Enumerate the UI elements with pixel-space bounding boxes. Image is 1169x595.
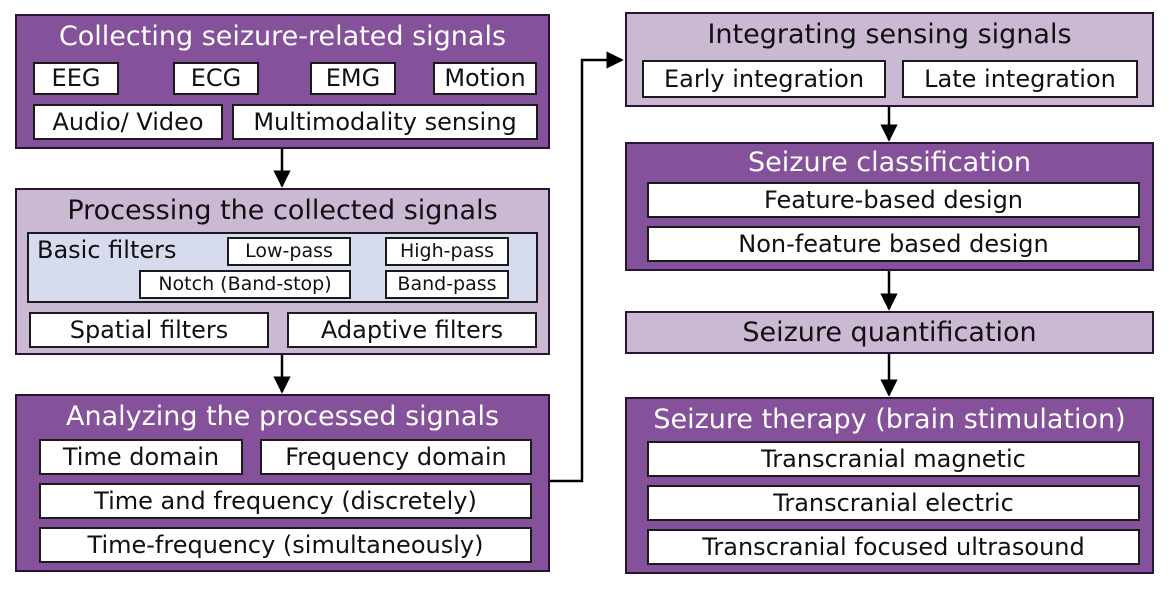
transcranial-magnetic-box: Transcranial magnetic [647,441,1140,477]
basic-filters-group: Basic filters Low-pass High-pass Notch (… [27,232,538,303]
eeg-box: EEG [33,62,119,95]
adaptive-filters-box: Adaptive filters [287,312,537,348]
band-pass-box: Band-pass [385,270,509,299]
processing-panel: Processing the collected signals Basic f… [15,188,550,355]
early-integration-box: Early integration [642,60,886,98]
integrating-panel: Integrating sensing signals Early integr… [625,12,1154,107]
therapy-panel: Seizure therapy (brain stimulation) Tran… [625,397,1154,574]
spatial-filters-box: Spatial filters [29,312,269,348]
quantification-title: Seizure quantification [742,317,1037,348]
time-frequency-box: Time-frequency (simultaneously) [39,527,532,563]
therapy-title: Seizure therapy (brain stimulation) [653,404,1126,435]
ecg-box: ECG [173,62,259,95]
high-pass-box: High-pass [385,237,509,266]
integrating-title: Integrating sensing signals [707,19,1072,50]
analyzing-panel: Analyzing the processed signals Time dom… [15,394,550,572]
feature-based-box: Feature-based design [647,182,1140,218]
transcranial-ultrasound-box: Transcranial focused ultrasound [647,529,1140,565]
collecting-title: Collecting seizure-related signals [58,21,507,52]
classification-title: Seizure classification [748,147,1031,178]
motion-box: Motion [433,62,537,95]
late-integration-box: Late integration [902,60,1138,98]
emg-box: EMG [310,62,396,95]
non-feature-based-box: Non-feature based design [647,226,1140,262]
multimodality-box: Multimodality sensing [232,104,538,140]
frequency-domain-box: Frequency domain [260,439,532,475]
processing-title: Processing the collected signals [67,195,498,226]
quantification-panel: Seizure quantification [625,311,1154,354]
notch-box: Notch (Band-stop) [139,270,351,299]
low-pass-box: Low-pass [227,237,351,266]
collecting-panel: Collecting seizure-related signals EEG E… [15,14,550,149]
audio-video-box: Audio/ Video [33,104,223,140]
basic-filters-label: Basic filters [37,236,177,264]
transcranial-electric-box: Transcranial electric [647,485,1140,521]
time-and-frequency-box: Time and frequency (discretely) [39,483,532,519]
classification-panel: Seizure classification Feature-based des… [625,142,1154,271]
time-domain-box: Time domain [39,439,243,475]
arrow-analyze-to-integrate [550,51,624,483]
analyzing-title: Analyzing the processed signals [65,401,500,432]
